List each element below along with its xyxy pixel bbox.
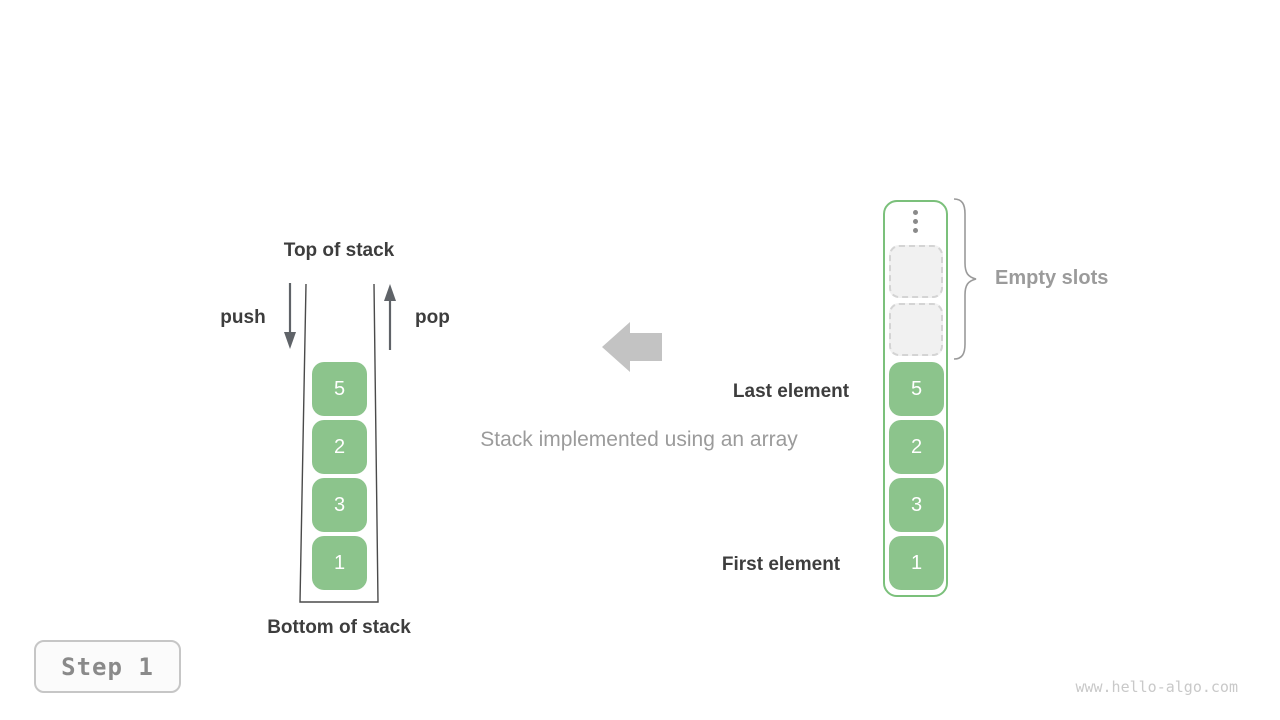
ellipsis-dots-icon xyxy=(913,210,918,234)
left-block-arrow-icon xyxy=(602,322,662,372)
array-cell: 2 xyxy=(889,420,944,474)
stack-cell: 5 xyxy=(312,362,367,416)
top-of-stack-label: Top of stack xyxy=(283,240,395,261)
pop-up-arrow-icon xyxy=(384,284,396,350)
pop-label: pop xyxy=(415,307,450,328)
empty-slots-label: Empty slots xyxy=(995,267,1109,289)
array-empty-slot xyxy=(889,245,943,298)
array-cell: 5 xyxy=(889,362,944,416)
stack-cell: 2 xyxy=(312,420,367,474)
diagram-caption: Stack implemented using an array xyxy=(480,428,798,451)
watermark: www.hello-algo.com xyxy=(1075,678,1238,696)
array-empty-slot xyxy=(889,303,943,356)
push-down-arrow-icon xyxy=(284,283,296,349)
array-cell: 3 xyxy=(889,478,944,532)
stack-cell: 3 xyxy=(312,478,367,532)
step-badge: Step 1 xyxy=(34,640,181,693)
empty-slots-brace xyxy=(953,198,977,360)
stack-cell: 1 xyxy=(312,536,367,590)
bottom-of-stack-label: Bottom of stack xyxy=(267,617,411,638)
push-label: push xyxy=(220,307,266,328)
stack-container xyxy=(299,283,379,603)
last-element-label: Last element xyxy=(732,381,850,402)
array-cell: 1 xyxy=(889,536,944,590)
first-element-label: First element xyxy=(721,554,841,575)
